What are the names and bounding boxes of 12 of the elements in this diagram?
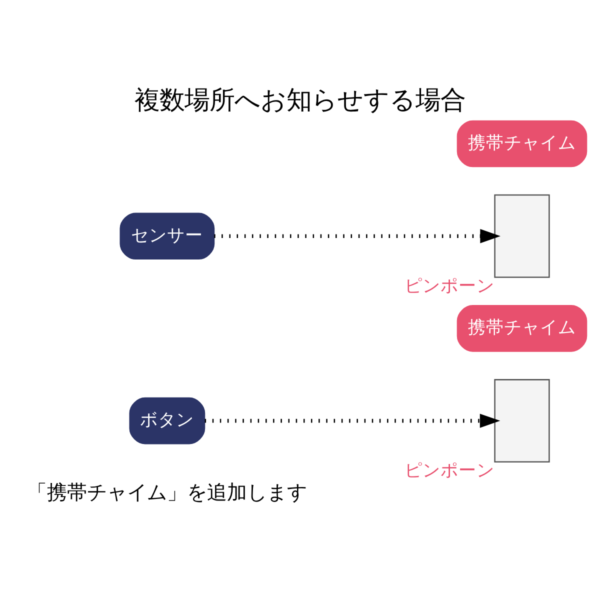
node-label: ピンポーン (404, 276, 494, 296)
node-box: ボタン (129, 397, 206, 444)
node-box: センサー (120, 212, 215, 260)
node-box: 携帯チャイム (456, 305, 588, 352)
label: 「携帯チャイム」を追加します (27, 480, 308, 504)
node-box: 携帯チャイム (456, 120, 588, 168)
node-box (494, 379, 550, 463)
node-box (494, 194, 550, 278)
diagram-title: 複数場所へお知らせする場合 (134, 85, 466, 114)
arrow (204, 414, 500, 428)
arrow (214, 229, 500, 244)
node-label: ピンポーン (404, 461, 494, 482)
